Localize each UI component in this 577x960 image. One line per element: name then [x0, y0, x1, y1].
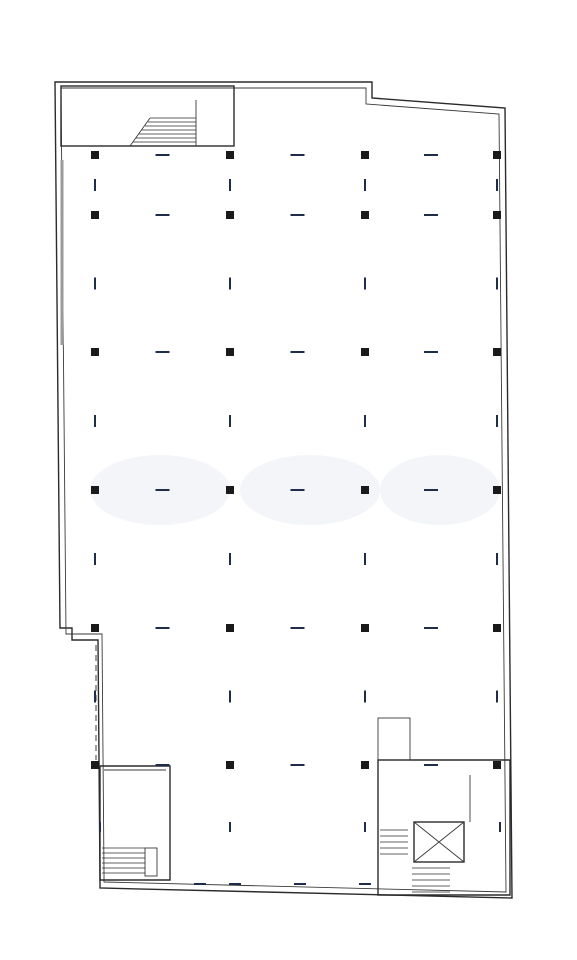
structural-column	[226, 348, 234, 356]
outer-wall	[54, 81, 513, 899]
structural-column	[226, 624, 234, 632]
stair-treads-core	[380, 829, 450, 893]
structural-column	[226, 761, 234, 769]
structural-column	[91, 624, 99, 632]
structural-column	[493, 211, 501, 219]
structural-column	[493, 486, 501, 494]
structural-column	[91, 486, 99, 494]
structural-column	[361, 348, 369, 356]
core-bottom-right	[377, 717, 511, 896]
structural-column	[226, 151, 234, 159]
structural-column	[226, 486, 234, 494]
stair-treads-top	[129, 117, 196, 147]
stair-room-top-left	[60, 85, 235, 147]
column-grid	[91, 151, 501, 769]
structural-column	[361, 624, 369, 632]
structural-column	[361, 211, 369, 219]
structural-column	[493, 151, 501, 159]
watermark	[90, 455, 500, 525]
structural-column	[361, 486, 369, 494]
dimension-ticks	[94, 154, 501, 885]
outer-wall-inner-line	[60, 87, 507, 893]
stair-treads-bottom-left	[102, 847, 158, 877]
elevator-shaft	[413, 821, 465, 863]
structural-column	[493, 624, 501, 632]
structural-column	[91, 348, 99, 356]
structural-column	[493, 761, 501, 769]
stair-room-bottom-left	[99, 765, 171, 881]
structural-column	[493, 348, 501, 356]
elevator-cross-2	[413, 821, 465, 863]
structural-column	[91, 211, 99, 219]
structural-column	[91, 151, 99, 159]
structural-column	[361, 151, 369, 159]
structural-column	[91, 761, 99, 769]
structural-column	[361, 761, 369, 769]
structural-column	[226, 211, 234, 219]
